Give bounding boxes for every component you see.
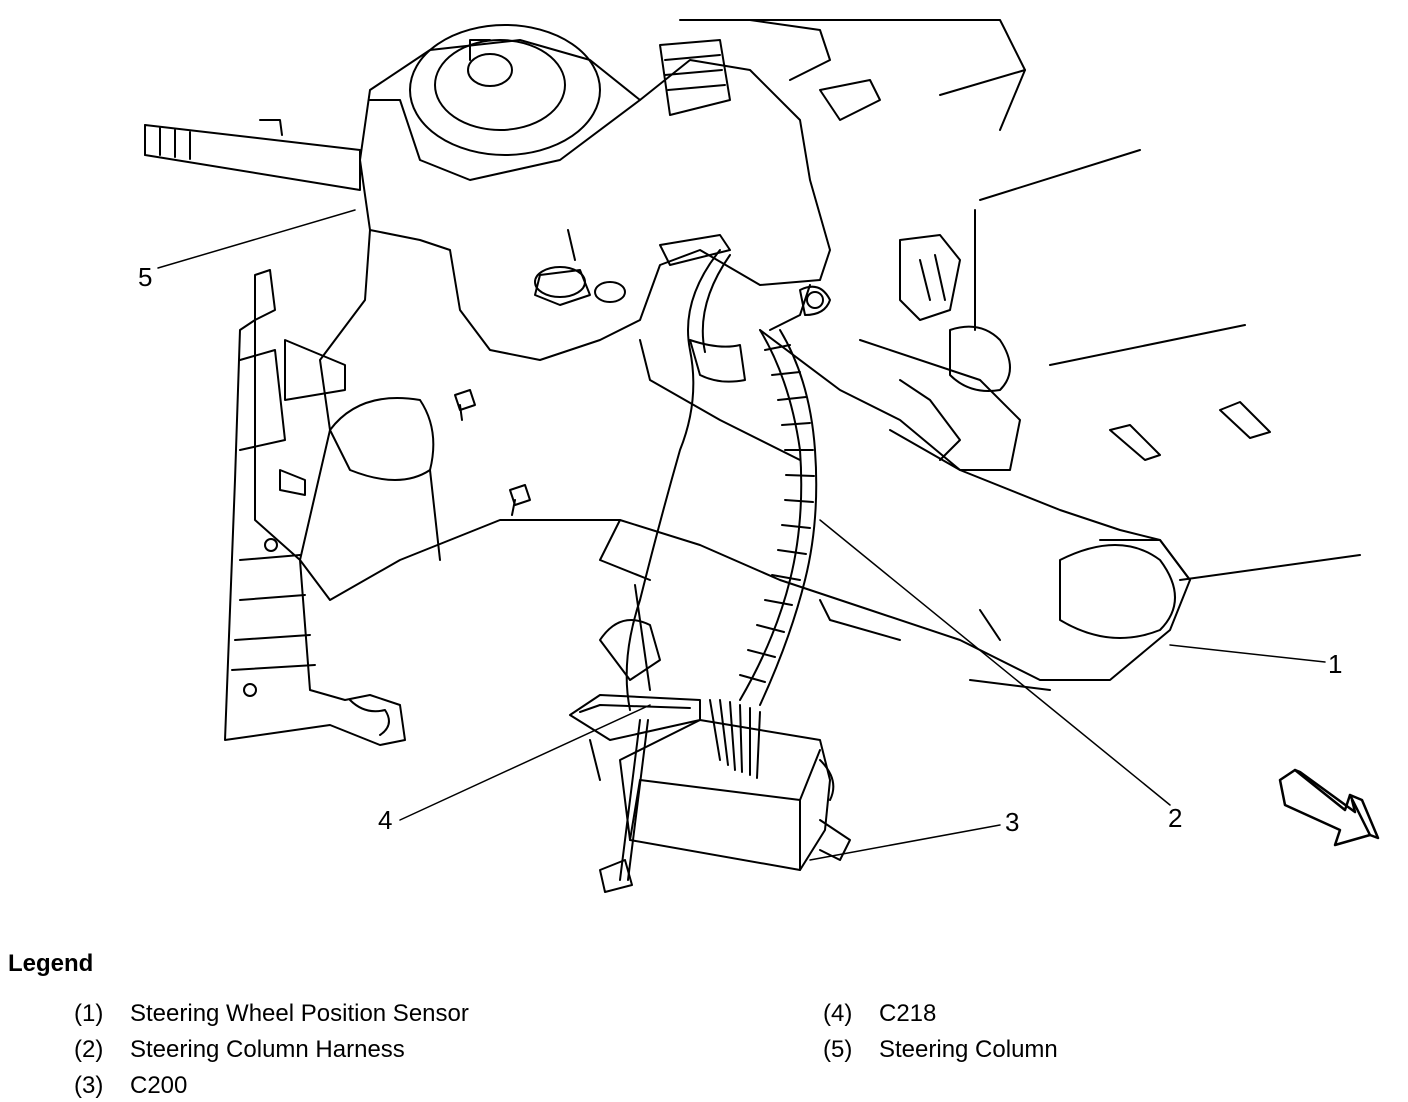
dash-panel xyxy=(679,19,1361,691)
steering-column-diagram: 5 1 2 3 4 xyxy=(138,19,1380,893)
c218-connector xyxy=(569,584,701,781)
leader-lines xyxy=(157,209,1326,861)
callout-4: 4 xyxy=(378,805,392,835)
legend-item-number: (3) xyxy=(74,1072,104,1099)
steering-column xyxy=(299,229,1191,681)
position-sensor xyxy=(799,234,961,321)
mounting-bracket xyxy=(224,269,406,746)
legend-item: (2) Steering Column Harness xyxy=(74,1036,405,1064)
column-shroud xyxy=(359,19,881,361)
legend-item: (3) C200 xyxy=(74,1072,187,1100)
mounting-bolt xyxy=(599,719,649,893)
arrow-icon xyxy=(1278,768,1380,847)
legend-item-number: (4) xyxy=(823,1000,853,1027)
column-harness xyxy=(625,249,818,711)
bolts xyxy=(454,389,531,516)
legend-item-number: (1) xyxy=(74,1000,104,1027)
legend-item-label: C200 xyxy=(130,1072,188,1099)
callout-1: 1 xyxy=(1328,649,1342,679)
legend: Legend (1) Steering Wheel Position Sensor… xyxy=(0,940,1408,1102)
legend-item-label: Steering Column Harness xyxy=(130,1036,405,1063)
legend-item-label: Steering Wheel Position Sensor xyxy=(130,1000,469,1027)
callout-3: 3 xyxy=(1005,807,1019,837)
legend-item: (4) C218 xyxy=(823,1000,936,1028)
legend-item-label: Steering Column xyxy=(879,1036,1058,1063)
legend-item: (1) Steering Wheel Position Sensor xyxy=(74,1000,469,1028)
legend-title: Legend xyxy=(8,950,94,977)
multifunction-lever xyxy=(144,119,361,191)
legend-item-label: C218 xyxy=(879,1000,937,1027)
legend-item-number: (5) xyxy=(823,1036,853,1063)
callout-5: 5 xyxy=(138,262,152,292)
c200-connector xyxy=(619,699,851,871)
legend-item: (5) Steering Column xyxy=(823,1036,1058,1064)
callout-2: 2 xyxy=(1168,803,1182,833)
legend-item-number: (2) xyxy=(74,1036,104,1063)
